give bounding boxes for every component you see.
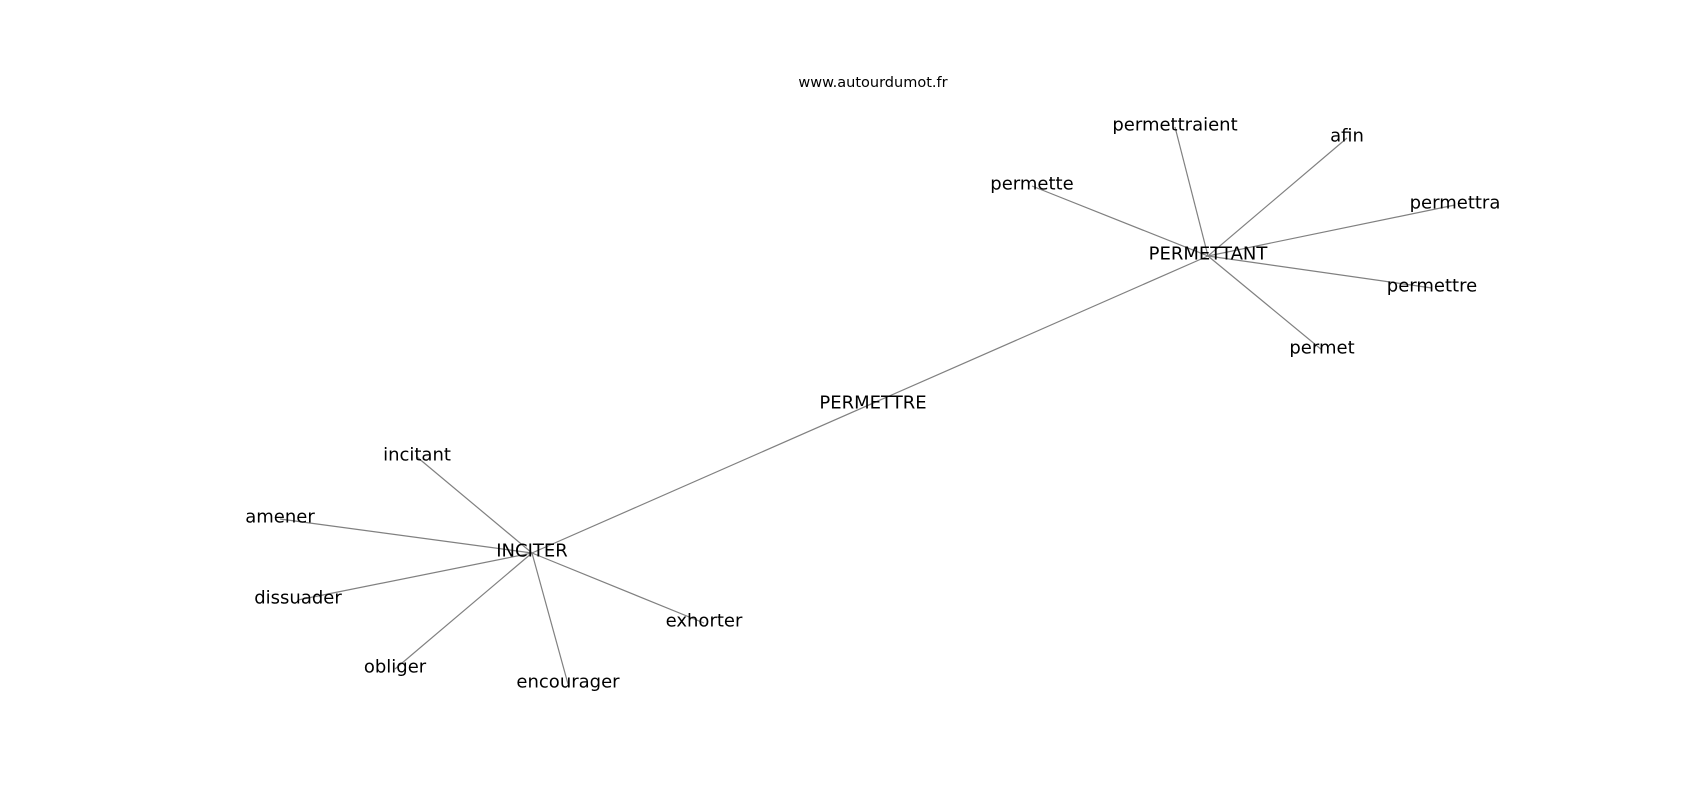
edge-inciter-exhorter [531,552,705,624]
node-label-inciter: INCITER [496,541,568,562]
node-label-permettraient: permettraient [1112,115,1237,136]
edge-permettant-permette [1031,185,1209,257]
node-label-incitant: incitant [383,445,451,466]
node-label-permette: permette [990,174,1073,195]
edge-inciter-obliger [394,552,533,670]
node-label-obliger: obliger [364,657,427,678]
edge-inciter-dissuader [297,552,533,601]
node-label-permettre: permettre [1387,276,1477,297]
node-label-permet: permet [1289,338,1354,359]
node-label-amener: amener [245,507,315,528]
node-label-encourager: encourager [516,672,620,693]
edge-inciter-encourager [531,552,569,685]
edge-permettant-permet [1207,255,1323,351]
edge-permettant-inciter [531,255,1209,554]
node-label-permettant: PERMETTANT [1149,244,1269,265]
site-title: www.autourdumot.fr [798,75,947,91]
nodes: PERMETTRE PERMETTANT INCITER permettraient a… [245,115,1500,693]
edges [279,126,1456,685]
edge-inciter-amener [279,518,533,554]
edge-permettant-permettraient [1174,126,1209,257]
node-label-permettra: permettra [1410,193,1501,214]
edge-permettant-permettra [1207,204,1456,257]
edge-permettant-afin [1207,137,1348,257]
node-label-permettre: PERMETTRE [819,393,926,414]
node-label-afin: afin [1330,126,1364,147]
edge-permettant-permettre [1207,255,1433,289]
edge-inciter-incitant [416,456,533,554]
node-label-exhorter: exhorter [666,611,743,632]
node-label-dissuader: dissuader [254,588,342,609]
